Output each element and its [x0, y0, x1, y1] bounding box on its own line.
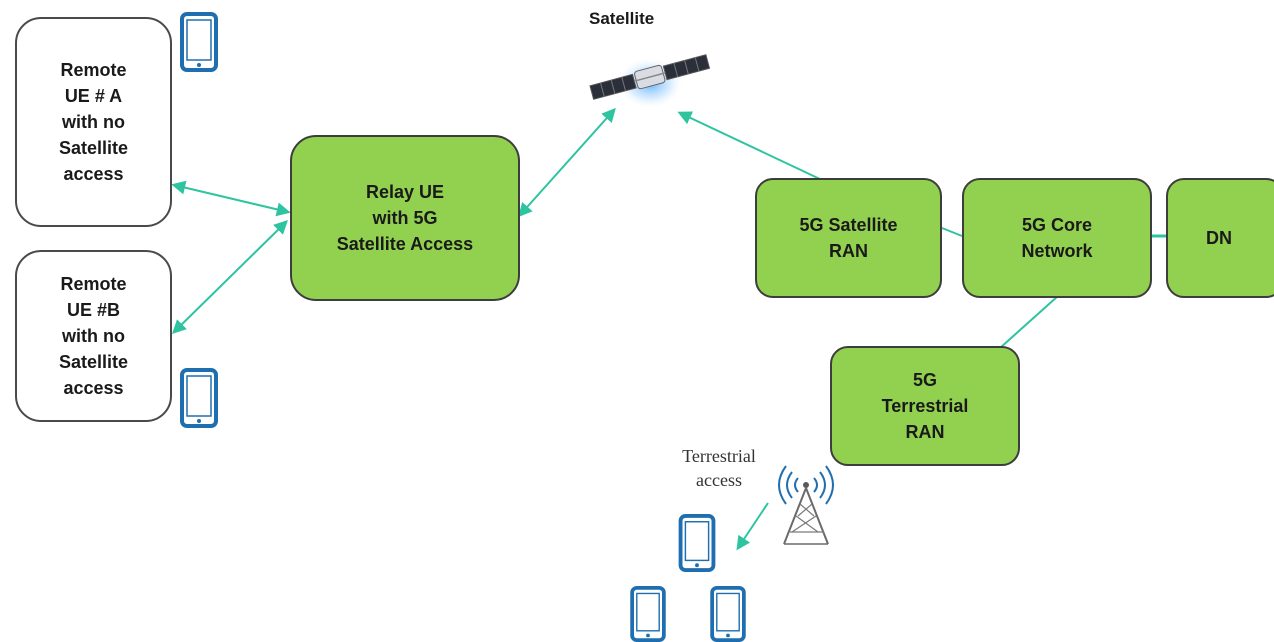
smartphone-icon: [180, 368, 218, 428]
remote-ue-b-label: Remote UE #B with no Satellite access: [58, 274, 129, 398]
satellite-label: Satellite: [589, 9, 655, 28]
link-relay-satellite: [518, 107, 616, 218]
satellite-ran-label: 5G Satellite RAN: [799, 215, 898, 261]
link-tower-ue: [736, 502, 769, 551]
link-satran-core: [941, 227, 963, 237]
cell-tower-icon: [778, 465, 834, 545]
smartphone-icon: [630, 586, 666, 642]
terrestrial-ran-box: 5G Terrestrial RAN: [830, 346, 1020, 466]
dn-label: DN: [1206, 228, 1232, 248]
remote-ue-b-box: Remote UE #B with no Satellite access: [15, 250, 172, 422]
relay-ue-label: Relay UE with 5G Satellite Access: [336, 182, 474, 254]
core-network-label: 5G Core Network: [1021, 215, 1093, 261]
remote-ue-a-box: Remote UE # A with no Satellite access: [15, 17, 172, 227]
remote-ue-a-label: Remote UE # A with no Satellite access: [58, 60, 129, 184]
dn-box: DN: [1166, 178, 1274, 298]
link-remote-a-relay: [171, 180, 291, 217]
terrestrial-ran-label: 5G Terrestrial RAN: [881, 370, 969, 442]
smartphone-icon: [678, 514, 716, 572]
link-satran-satellite: [677, 111, 823, 181]
relay-ue-box: Relay UE with 5G Satellite Access: [290, 135, 520, 301]
smartphone-icon: [710, 586, 746, 642]
link-remote-b-relay: [172, 220, 288, 334]
terrestrial-access-label: Terrestrial access: [682, 446, 756, 490]
link-core-terrestrial: [999, 295, 1059, 349]
satellite-ran-box: 5G Satellite RAN: [755, 178, 942, 298]
satellite-icon: [589, 54, 711, 109]
smartphone-icon: [180, 12, 218, 72]
core-network-box: 5G Core Network: [962, 178, 1152, 298]
